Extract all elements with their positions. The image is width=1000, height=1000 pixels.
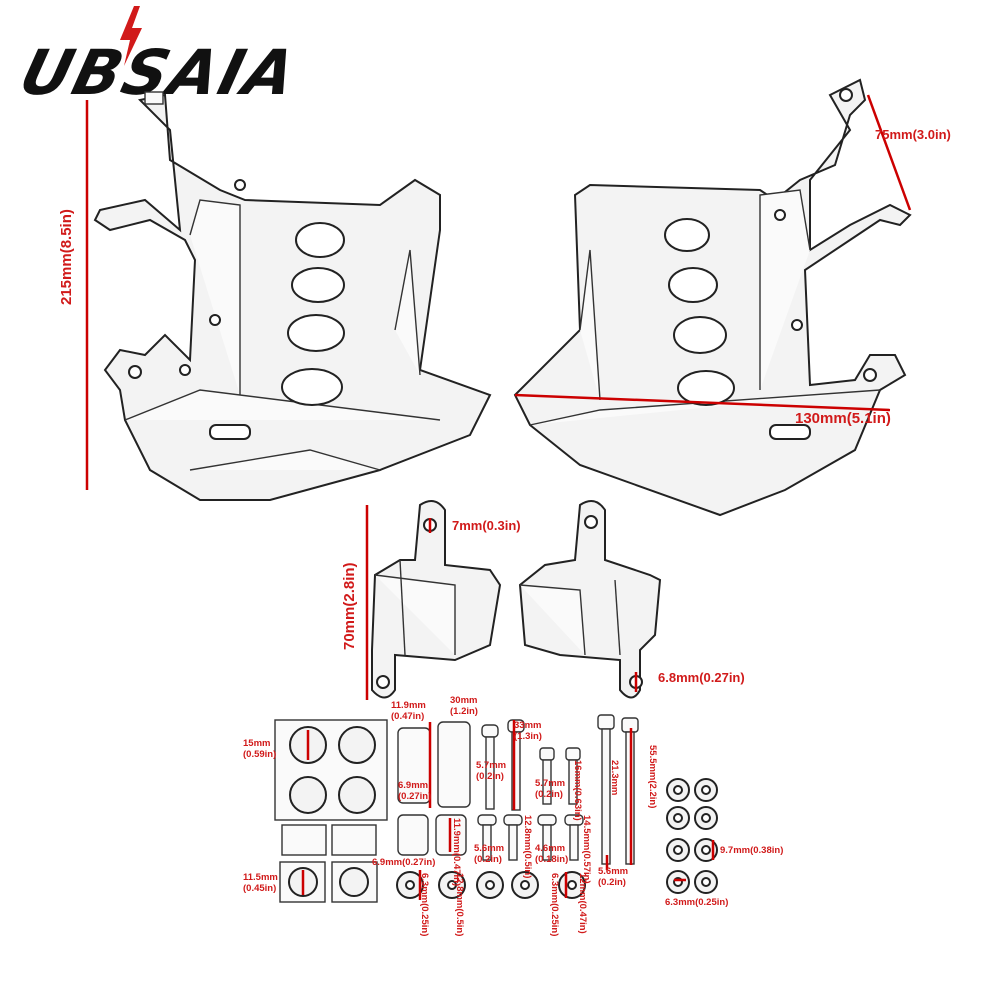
label-bolt-555: 55.5mm(2.2in) [647,745,658,809]
dim-hole-68: 6.8mm(0.27in) [658,670,745,685]
label-bolt-57b: 5.7mm(0.2in) [535,778,566,800]
nuts-washers [666,778,718,894]
label-nut-97: 9.7mm(0.38in) [720,845,784,856]
dim-hole-7: 7mm(0.3in) [452,518,521,533]
label-bolt-213: 21.3mm [609,760,620,796]
label-bolt-46: 4.6mm(0.18in) [535,843,569,865]
left-engine-guard [93,91,492,501]
label-bolt-56b: 5.6mm(0.2in) [598,866,629,888]
dim-height-70: 70mm(2.8in) [341,562,358,650]
label-bolt-16a: 16mm(0.63in) [572,760,583,821]
label-washer-63a: 6.3mm(0.25in) [419,873,430,937]
label-pad-115: 11.5mm(0.45in) [243,872,278,894]
label-bolt-57a: 5.7mm(0.2in) [476,760,507,782]
dim-width-75: 75mm(3.0in) [875,127,951,142]
label-pad-15: 15mm(0.59in) [243,738,277,760]
dim-line-75 [866,94,912,211]
label-spacer-119: 11.9mm(0.47in) [391,700,426,722]
right-bracket [518,500,662,699]
label-bolt-128b: 12.8mm(0.5in) [522,815,533,879]
label-spacer-69b: 6.9mm(0.27in) [372,857,436,868]
right-engine-guard [513,78,912,517]
label-spacer-30: 30mm(1.2in) [450,695,478,717]
lightning-bolt-icon [120,6,142,66]
dim-height-215: 215mm(8.5in) [58,209,75,305]
rubber-pads [274,719,388,903]
label-washer-63b: 6.3mm(0.25in) [549,873,560,937]
dim-line-130 [514,393,891,412]
label-washer-128: 12.8mm(0.5in) [454,873,465,937]
label-bolt-33: 33mm(1.3in) [514,720,542,742]
label-washer-12: 12mm(0.47in) [577,873,588,934]
label-nut-63: 6.3mm(0.25in) [665,897,729,908]
label-bolt-56a: 5.6mm(0.2in) [474,843,505,865]
label-spacer-69a: 6.9mm(0.27in) [398,780,432,802]
dim-width-130: 130mm(5.1in) [795,410,891,427]
left-bracket [371,500,502,699]
